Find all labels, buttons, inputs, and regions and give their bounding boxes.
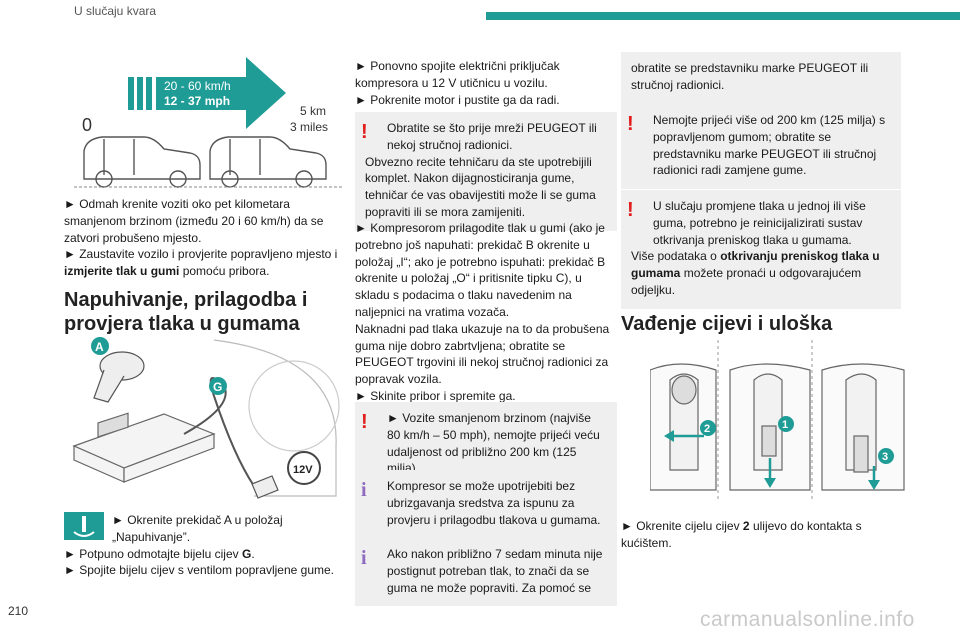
- column-3-step: ► Okrenite cijelu cijev 2 ulijevo do kon…: [621, 518, 891, 552]
- info-note-compressor: i Kompresor se može upotrijebiti bez ubr…: [355, 470, 617, 539]
- page-number: 210: [8, 604, 29, 618]
- speed-distance-figure: 20 - 60 km/h 12 - 37 mph 0 5 km 3 miles: [74, 57, 344, 188]
- drive-instruction: ► Odmah krenite voziti oko pet kilometar…: [64, 197, 324, 245]
- reinit-more-info: Više podataka o otkrivanju preniskog tla…: [631, 249, 880, 297]
- compressor-figure: A G 12V: [64, 336, 340, 506]
- info-i-icon: i: [361, 547, 367, 569]
- rotate-hose-instruction: ► Okrenite cijelu cijev 2 ulijevo do kon…: [621, 519, 862, 550]
- panel-1-housing: [650, 363, 717, 491]
- warning-note-reinit: ! U slučaju promjene tlaka u jednoj ili …: [621, 190, 901, 309]
- column-1-steps: ► Okrenite prekidač A u položaj „Napuhiv…: [64, 512, 340, 579]
- svg-text:12V: 12V: [293, 464, 313, 476]
- label-a-marker: [91, 337, 109, 355]
- label-g-marker: [209, 377, 227, 395]
- section-title: U slučaju kvara: [74, 4, 157, 18]
- warning-exclamation-icon: !: [627, 199, 634, 221]
- svg-text:1: 1: [782, 419, 788, 431]
- header-accent-bar: [486, 12, 960, 20]
- watermark: carmanualsonline.info: [700, 608, 915, 631]
- white-hose-g: [183, 377, 255, 487]
- pressure-adjust-instruction: ► Kompresorom prilagodite tlak u gumi (a…: [355, 221, 606, 319]
- warning-note-peugeot: ! Obratite se što prije mreži PEUGEOT il…: [355, 112, 617, 231]
- svg-text:3: 3: [882, 451, 888, 463]
- svg-text:2: 2: [704, 423, 710, 435]
- hose-removal-figure: 2 1 3: [650, 340, 905, 500]
- speed-kmh-label: 20 - 60 km/h: [164, 79, 231, 93]
- plug-icon: [251, 475, 279, 499]
- label-1-marker: [778, 416, 794, 432]
- car-right-icon: [209, 136, 327, 188]
- start-engine-instruction: ► Pokrenite motor i pustite ga da radi.: [355, 92, 560, 107]
- distance-miles-label: 3 miles: [290, 120, 328, 134]
- check-instruction: ► Zaustavite vozilo i provjerite popravl…: [64, 247, 338, 279]
- label-2-marker: [700, 420, 716, 436]
- warning-note-200km: ! Nemojte prijeći više od 200 km (125 mi…: [621, 104, 901, 190]
- 12v-socket-icon: 12V: [287, 451, 321, 485]
- info-note-seven-minutes: i Ako nakon približno 7 sedam minuta nij…: [355, 538, 617, 607]
- sealant-cartridge-icon: [93, 351, 145, 403]
- column-1-intro: ► Odmah krenite voziti oko pet kilometar…: [64, 196, 340, 280]
- store-kit-instruction: ► Skinite pribor i spremite ga.: [355, 388, 516, 403]
- svg-text:G: G: [213, 380, 222, 394]
- compressor-box-icon: [72, 412, 216, 483]
- panel-2-housing: [729, 363, 811, 491]
- column-2-top: ► Ponovno spojite električni priključak …: [355, 58, 617, 108]
- section-heading-removal: Vađenje cijevi i uloška: [621, 313, 833, 335]
- panel-3-housing: [821, 363, 905, 491]
- car-left-icon: [83, 136, 201, 188]
- pressure-drop-info: Naknadni pad tlaka ukazuje na to da prob…: [355, 321, 610, 387]
- reconnect-instruction: ► Ponovno spojite električni priključak …: [355, 59, 560, 90]
- warning-exclamation-icon: !: [361, 411, 368, 433]
- info-i-icon: i: [361, 479, 367, 501]
- warning-exclamation-icon: !: [361, 121, 368, 143]
- svg-text:A: A: [95, 340, 104, 354]
- distance-km-label: 5 km: [300, 104, 326, 118]
- step-unwind-hose: ► Potpuno odmotajte bijelu cijev G.: [64, 546, 255, 561]
- step-connect-hose: ► Spojite bijelu cijev s ventilom poprav…: [64, 563, 335, 578]
- section-heading-inflation: Napuhivanje, prilagodba i provjera tlaka…: [64, 289, 308, 335]
- speed-mph-label: 12 - 37 mph: [164, 94, 230, 108]
- label-3-marker: [878, 448, 894, 464]
- switch-position-icon: [64, 512, 104, 540]
- start-zero-label: 0: [82, 115, 92, 135]
- step-switch-a: ► Okrenite prekidač A u položaj „Napuhiv…: [112, 513, 283, 544]
- info-note-continued: obratite se predstavniku marke PEUGEOT i…: [621, 52, 901, 104]
- warning-exclamation-icon: !: [627, 113, 634, 135]
- column-2-middle: ► Kompresorom prilagodite tlak u gumi (a…: [355, 220, 617, 405]
